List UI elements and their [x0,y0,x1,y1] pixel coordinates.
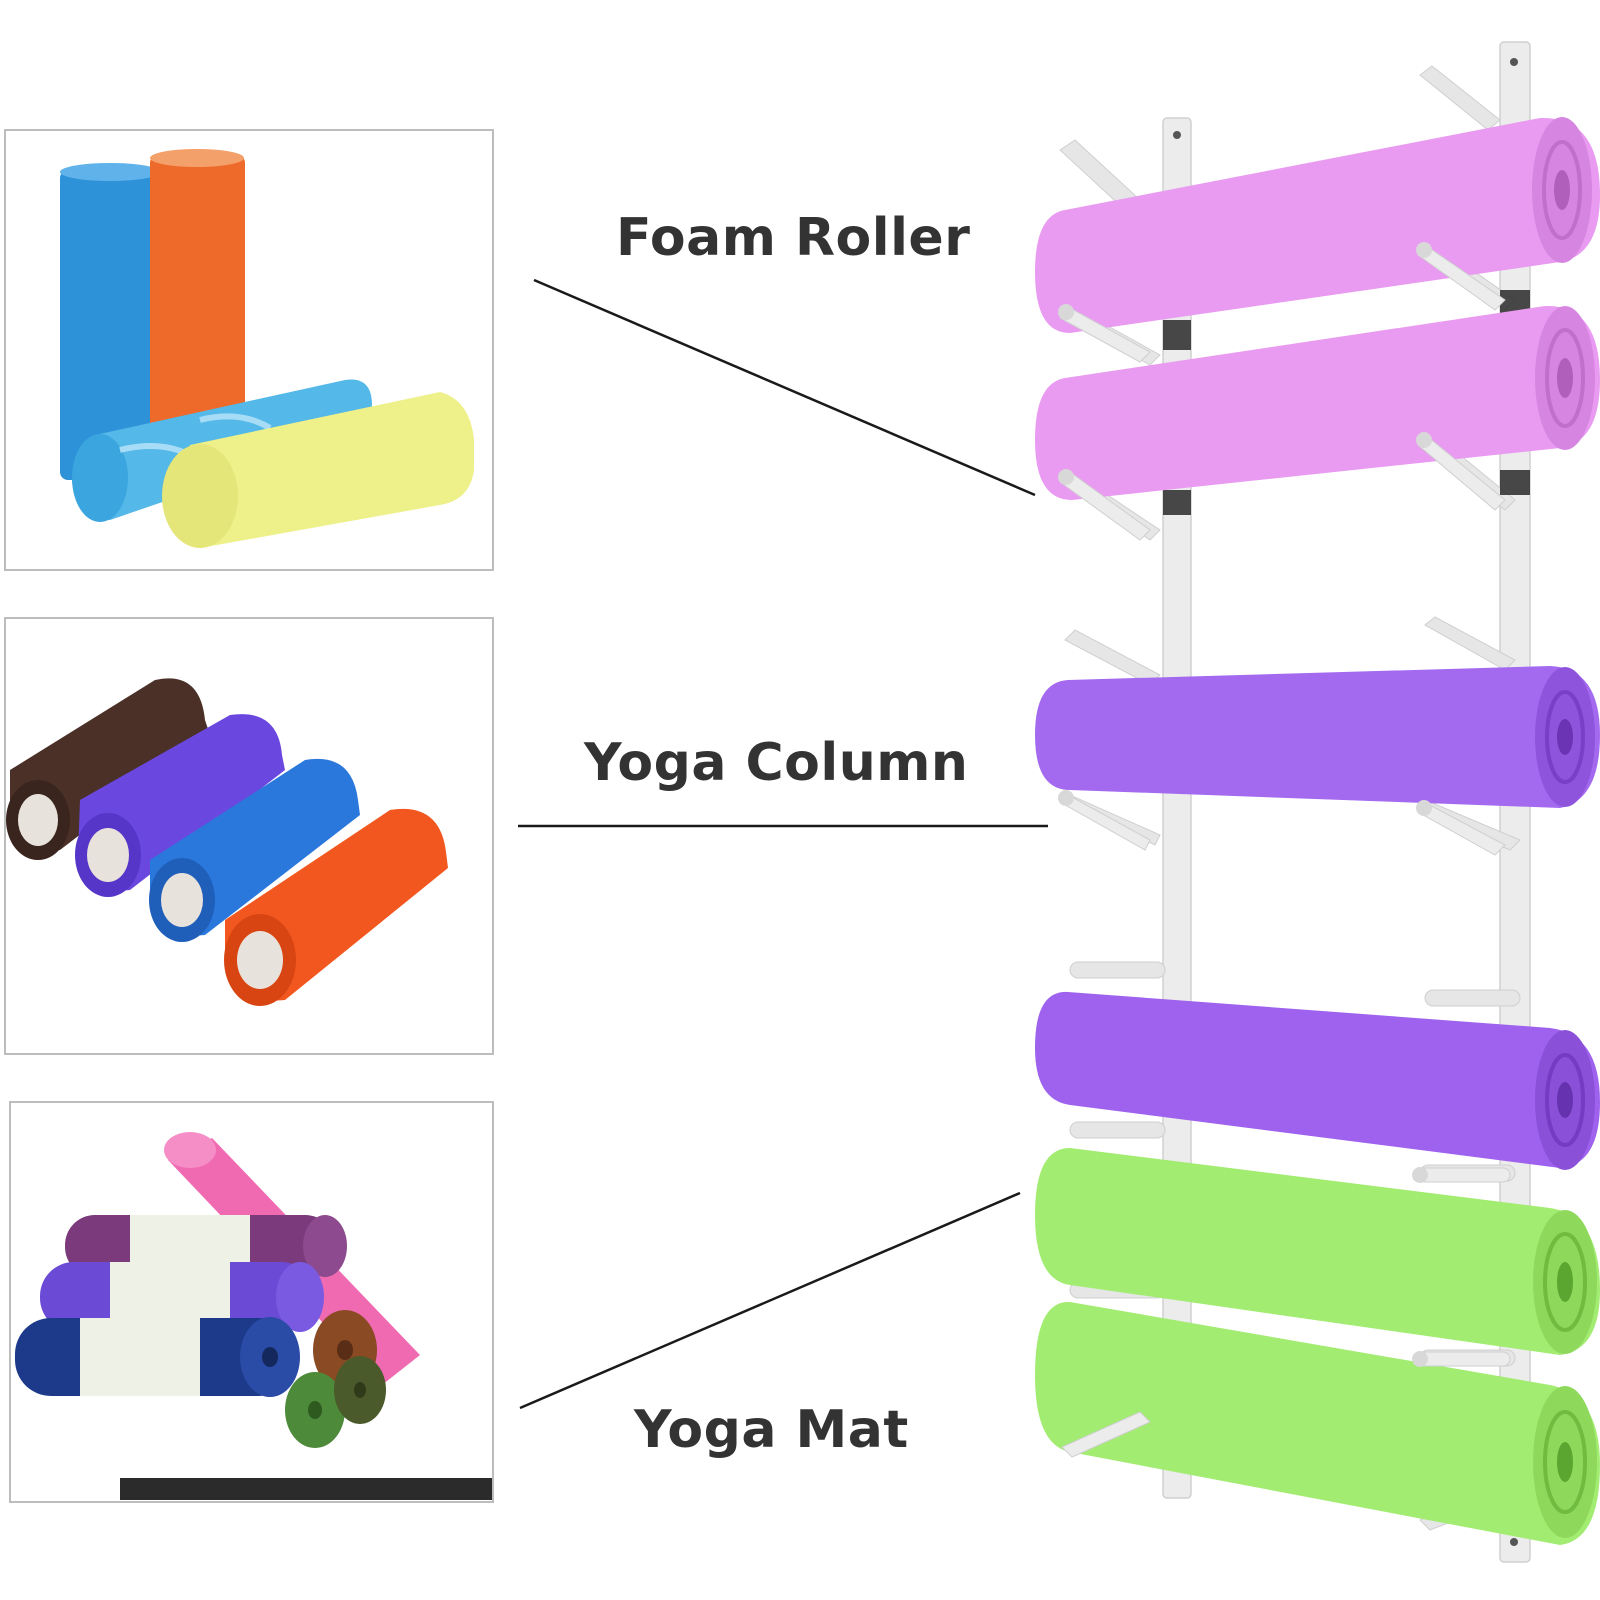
rack-green-mat-top [1035,1148,1600,1355]
rack-green-mat-bottom [1035,1301,1600,1545]
purple-grid-roller [75,714,285,897]
rack-pink-mat-top [1035,117,1600,333]
rack-purple-mat-bottom [1035,991,1600,1170]
blue-grid-roller [149,758,360,942]
yoga-mat-panel [9,1101,494,1503]
green-yoga-mat [285,1372,345,1448]
yoga-mat-line [519,1191,1021,1410]
connector-lines [518,278,1048,1410]
rack-pink-mat-bottom [1035,305,1600,500]
yellow-foam-roller [162,392,474,548]
foam-roller-panel [4,129,494,571]
yoga-mat-label: Yoga Mat [634,1400,909,1460]
navy-yoga-mat [15,1317,300,1397]
foam-roller-line [533,278,1036,497]
orange-foam-roller [150,149,245,455]
rack-purple-mat-top [1035,666,1600,808]
blue-foam-roller [60,163,160,480]
wall-storage-rack [1035,41,1600,1563]
olive-yoga-mat [334,1356,386,1424]
foam-roller-label: Foam Roller [616,208,971,268]
brown-grid-roller [6,678,210,860]
yoga-column-label: Yoga Column [584,733,969,793]
yoga-column-panel [4,617,494,1055]
orange-grid-roller [224,808,448,1006]
